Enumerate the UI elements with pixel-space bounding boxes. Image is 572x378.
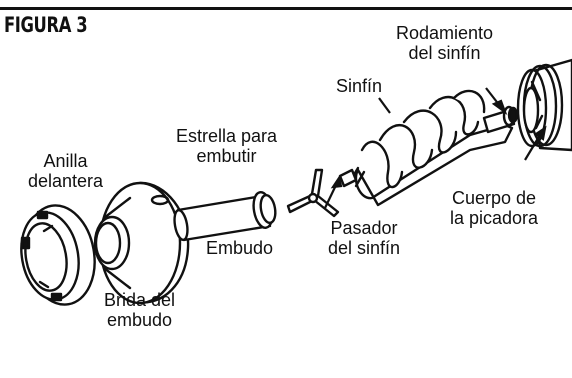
label-line: Estrella para — [176, 126, 278, 146]
cuerpo-leader-line — [524, 134, 541, 161]
stuffing-star-part — [286, 168, 340, 218]
label-sinfin: Sinfín — [336, 76, 382, 96]
auger-part — [338, 89, 516, 207]
funnel-flange-part — [93, 181, 190, 305]
rodamiento-arrowhead — [491, 99, 508, 116]
label-rodamiento-del-sinfin: Rodamiento del sinfín — [396, 23, 493, 63]
label-brida-del-embudo: Brida del embudo — [104, 290, 175, 330]
label-line: Cuerpo de — [452, 188, 537, 208]
label-pasador-del-sinfin: Pasador del sinfín — [328, 218, 400, 258]
label-line: Sinfín — [336, 76, 383, 96]
auger-bearing-part — [502, 105, 519, 127]
label-line: Embudo — [206, 238, 274, 258]
pasador-arrowhead — [330, 175, 343, 189]
label-anilla-delantera: Anilla delantera — [28, 151, 103, 191]
figure-title: FIGURA 3 — [4, 13, 88, 37]
cuerpo-arrowhead — [534, 125, 547, 141]
label-line: embudo — [106, 310, 173, 330]
label-embudo: Embudo — [206, 238, 273, 258]
front-ring-part — [20, 204, 96, 306]
label-cuerpo-de-la-picadora: Cuerpo de la picadora — [450, 188, 538, 228]
label-line: Pasador — [330, 218, 398, 238]
label-line: delantera — [28, 171, 104, 191]
label-line: la picadora — [450, 208, 539, 228]
top-rule — [0, 7, 572, 10]
grinder-body-part — [516, 58, 572, 152]
label-line: Anilla — [43, 151, 88, 171]
label-estrella-para-embutir: Estrella para embutir — [176, 126, 277, 166]
label-line: Brida del — [104, 290, 176, 310]
label-line: del sinfín — [408, 43, 481, 63]
label-line: del sinfín — [328, 238, 401, 258]
label-line: embutir — [196, 146, 257, 166]
stuffing-tube-part — [173, 191, 277, 242]
sinfin-leader-line — [378, 97, 391, 114]
label-line: Rodamiento — [396, 23, 494, 43]
